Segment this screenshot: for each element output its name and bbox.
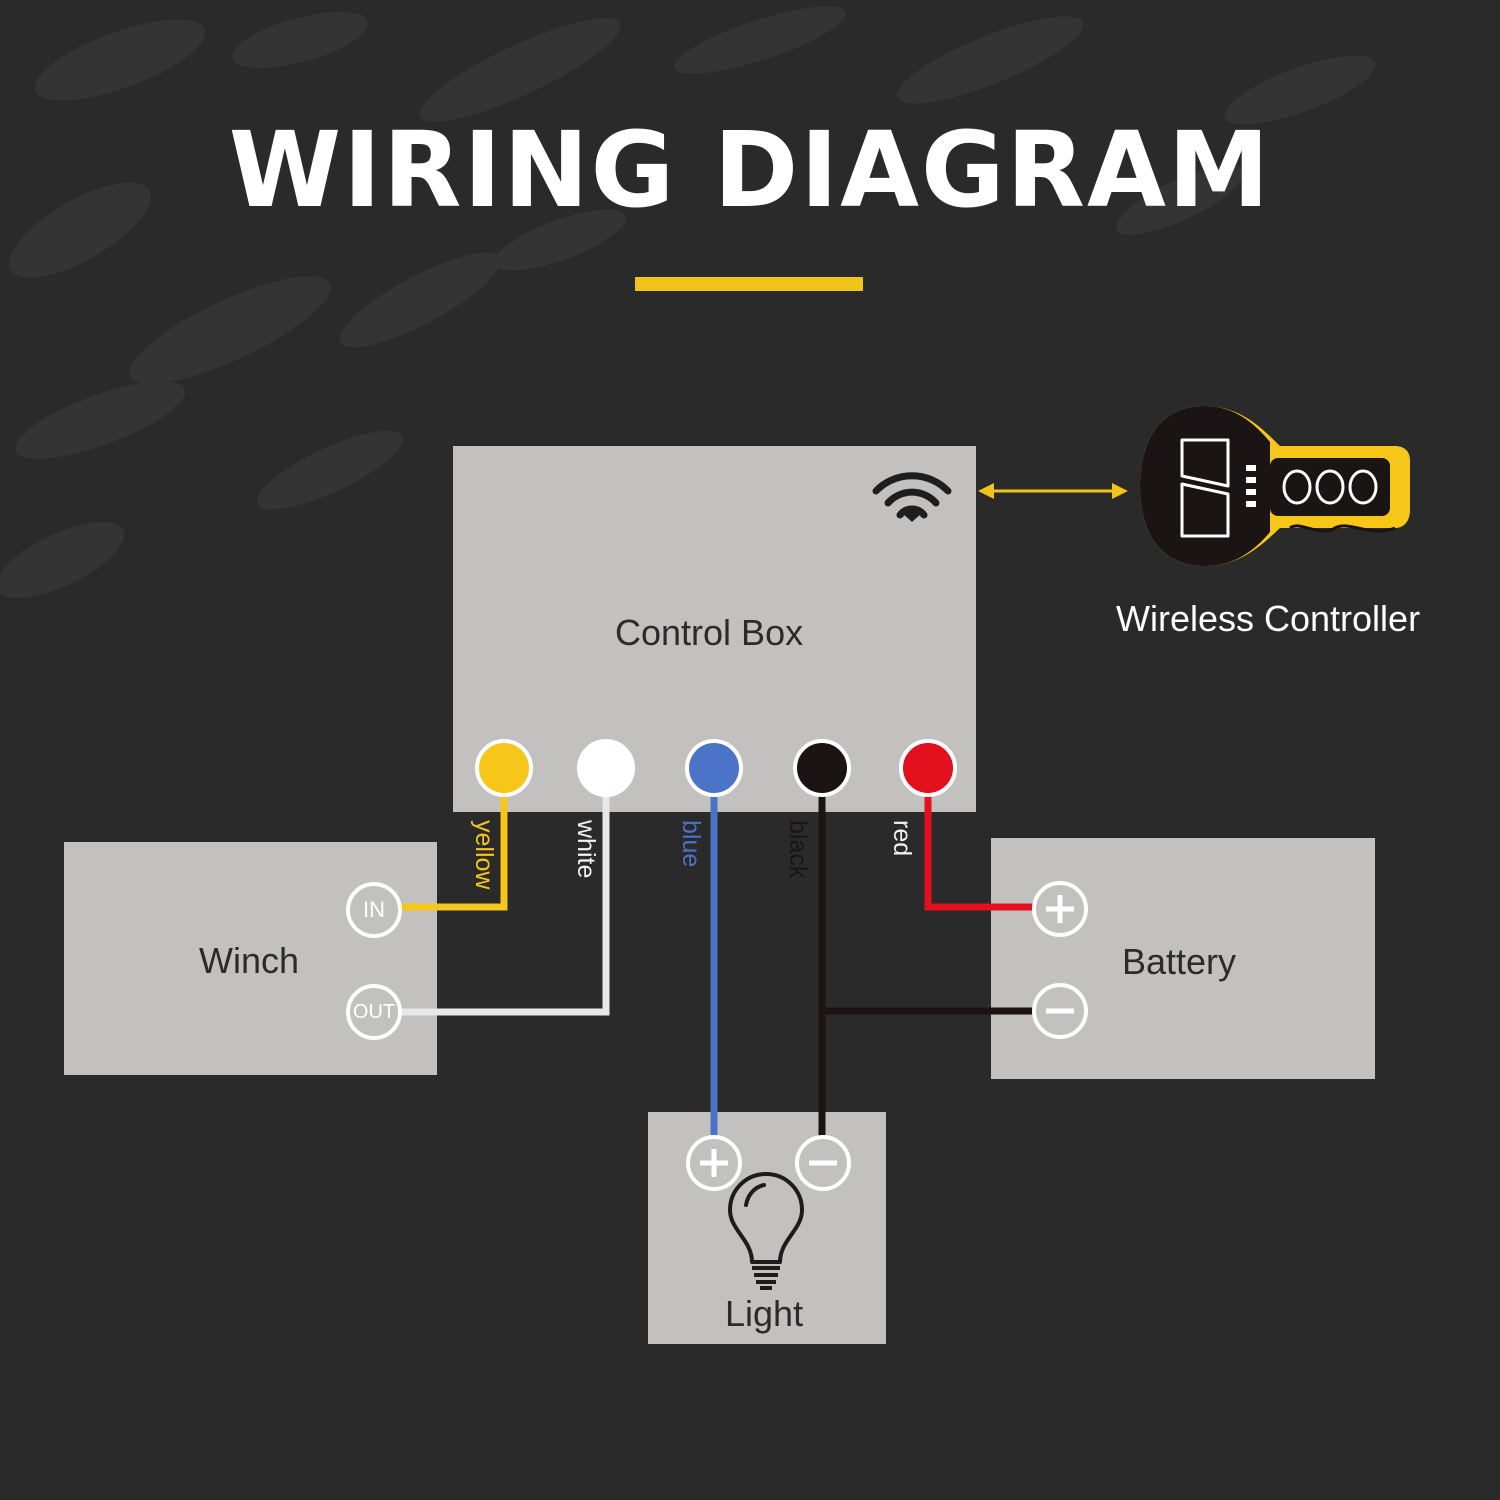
wire-label-red: red — [888, 820, 916, 857]
winch-out-label: OUT — [352, 1001, 396, 1023]
light-plus-terminal-icon — [686, 1135, 742, 1191]
title-underline — [635, 277, 863, 291]
wire-label-blue: blue — [677, 820, 705, 868]
battery-box: Battery — [991, 838, 1375, 1079]
winch-out-terminal — [346, 984, 402, 1040]
light-minus-terminal-icon — [795, 1135, 851, 1191]
port-red — [899, 739, 957, 797]
wireless-controller-label: Wireless Controller — [1116, 598, 1421, 639]
yellow-wire — [400, 768, 508, 911]
white-wire — [400, 790, 610, 1016]
wire-label-black: black — [784, 820, 812, 879]
double-arrow-icon — [978, 483, 1128, 499]
port-blue — [685, 739, 743, 797]
port-black — [793, 739, 851, 797]
light-label: Light — [725, 1293, 804, 1334]
wire-label-yellow: yellow — [470, 820, 498, 890]
battery-label: Battery — [1122, 941, 1237, 982]
wifi-icon-dot — [901, 512, 923, 522]
port-white — [577, 739, 635, 797]
remote-controller-icon — [1140, 406, 1410, 566]
light-bulb-icon — [728, 1172, 804, 1290]
control-box-label: Control Box — [615, 612, 804, 653]
wifi-icon — [872, 472, 952, 519]
winch-label: Winch — [199, 940, 300, 981]
red-wire — [924, 790, 1036, 911]
winch-in-label: IN — [363, 897, 385, 922]
port-yellow — [475, 739, 533, 797]
wire-label-white: white — [572, 820, 600, 879]
minus-terminal-icon — [1032, 983, 1088, 1039]
winch-in-terminal — [346, 882, 402, 938]
background-texture — [0, 6, 1376, 598]
page-title: WIRING DIAGRAM — [228, 109, 1272, 231]
plus-terminal-icon — [1032, 881, 1088, 937]
